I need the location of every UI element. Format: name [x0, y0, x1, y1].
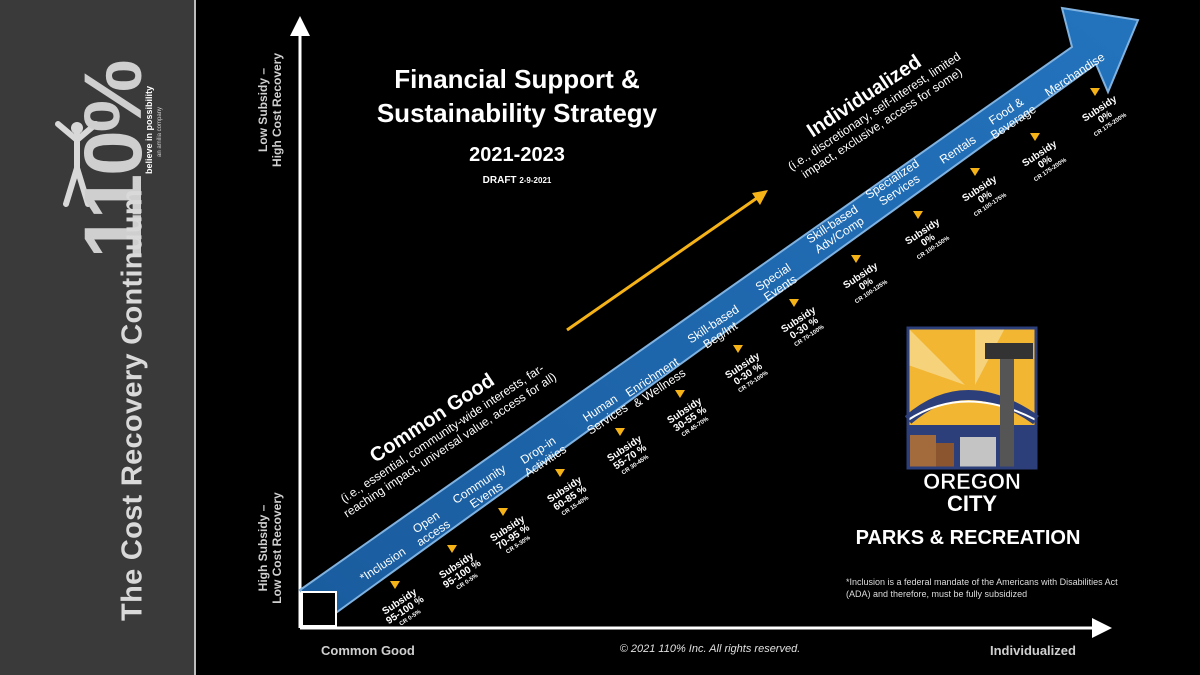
- x-axis-right-label: Individualized: [990, 643, 1076, 658]
- subsidy-marker-icon: [1090, 88, 1100, 96]
- subsidy-marker-icon: [447, 545, 457, 553]
- subsidy-marker-icon: [851, 255, 861, 263]
- origin-box: [301, 591, 337, 627]
- x-axis-left-label: Common Good: [321, 643, 415, 658]
- city-line-1: OREGON: [923, 469, 1021, 494]
- draft-label: DRAFT 2-9-2021: [483, 175, 552, 186]
- draft-text: DRAFT: [482, 175, 517, 186]
- company-logo: 110% believe in possibility an amilia co…: [52, 60, 177, 259]
- title-line-2: Sustainability Strategy: [376, 98, 658, 128]
- continuum-band: [298, 6, 1140, 622]
- sidebar: 110% believe in possibility an amilia co…: [0, 0, 196, 675]
- footnote: *Inclusion is a federal mandate of the A…: [846, 577, 1118, 599]
- x-axis-arrowhead: [1092, 618, 1112, 638]
- y-bottom-line-2: Low Cost Recovery: [270, 492, 284, 604]
- subsidy-marker-icon: [1030, 133, 1040, 141]
- subsidy-markers: [390, 88, 1100, 589]
- page-title: Financial Support & Sustainability Strat…: [377, 62, 657, 130]
- subsidy-marker-icon: [733, 345, 743, 353]
- y-axis-bottom-label: High Subsidy – Low Cost Recovery: [256, 492, 284, 603]
- subsidy-marker-icon: [390, 581, 400, 589]
- title-line-1: Financial Support &: [394, 64, 640, 94]
- draft-date: 2-9-2021: [519, 176, 552, 185]
- city-line-2: CITY: [947, 491, 997, 515]
- trend-arrow: [566, 196, 758, 332]
- trend-arrowhead: [752, 190, 768, 205]
- subsidy-marker-icon: [615, 428, 625, 436]
- person-figure-icon: [55, 121, 99, 207]
- subsidy-marker-icon: [555, 469, 565, 477]
- y-axis-arrowhead: [290, 16, 310, 36]
- y-bottom-line-1: High Subsidy –: [256, 504, 270, 592]
- y-axis-top-label: Low Subsidy – High Cost Recovery: [256, 53, 284, 167]
- y-top-line-1: Low Subsidy –: [256, 68, 270, 153]
- subsidy-marker-icon: [970, 168, 980, 176]
- department-name: PARKS & RECREATION: [855, 527, 1081, 549]
- subsidy-marker-icon: [498, 508, 508, 516]
- year-range: 2021-2023: [469, 144, 565, 166]
- subsidy-marker-icon: [675, 390, 685, 398]
- subsidy-marker-icon: [913, 211, 923, 219]
- copyright: © 2021 110% Inc. All rights reserved.: [619, 643, 801, 655]
- y-top-line-2: High Cost Recovery: [270, 52, 284, 168]
- oregon-city-logo: OREGON CITY: [905, 326, 1039, 515]
- subsidy-marker-icon: [789, 299, 799, 307]
